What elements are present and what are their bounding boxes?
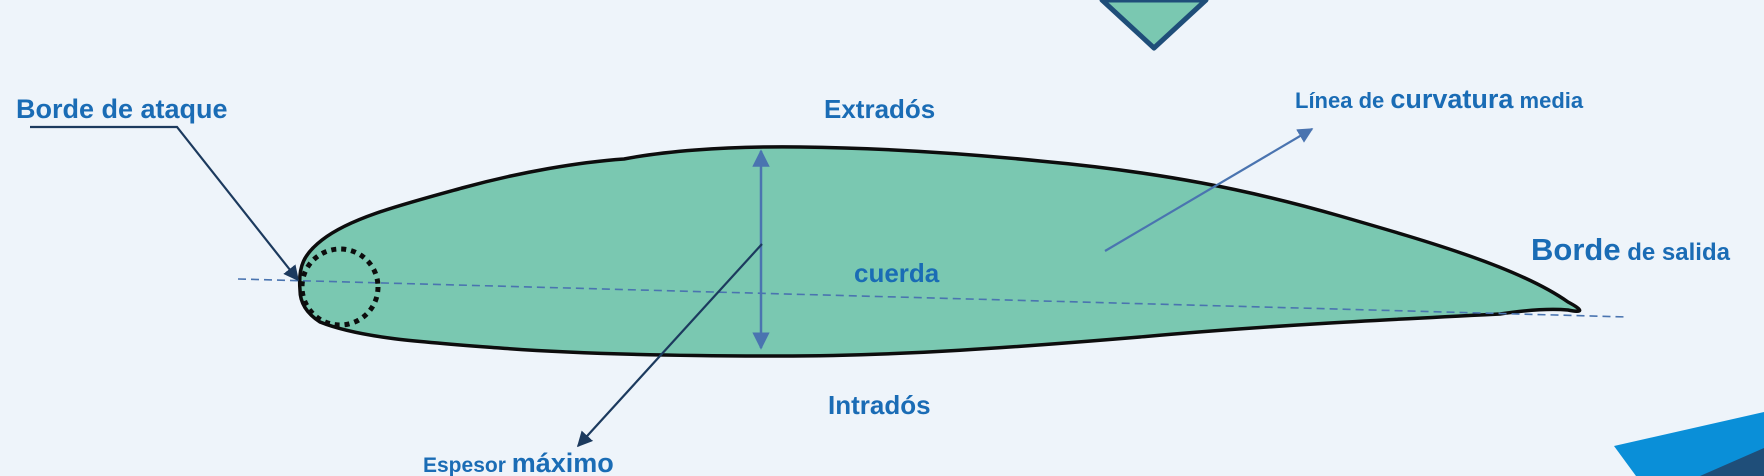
upper-surface-label: Extradós [824, 94, 936, 124]
trailing-edge-label: Borde de salida [1531, 234, 1730, 265]
dotted-circle-icon [299, 246, 381, 328]
leading-edge-pointer [30, 125, 299, 282]
max-thickness-label-part2: máximo [511, 448, 614, 476]
trailing-edge-label-part2: de salida [1620, 239, 1730, 266]
lower-surface-label: Intradós [828, 390, 931, 420]
airfoil-shape [297, 145, 1582, 358]
camber-line-label: Línea de curvatura media [1295, 86, 1583, 113]
leading-edge-label: Borde de ataque [16, 94, 228, 124]
camber-line-label-part3: media [1513, 88, 1584, 113]
chord-label: cuerda [854, 258, 940, 288]
blue-swoosh-icon [1614, 412, 1764, 476]
camber-line-pointer [1104, 128, 1314, 252]
max-thickness-label: Espesor máximo [423, 450, 614, 476]
max-thickness-pointer [576, 243, 763, 448]
teal-triangle-icon [1099, 0, 1209, 51]
trailing-edge-label-part1: Borde [1531, 232, 1621, 267]
max-thickness-label-part1: Espesor [423, 454, 512, 476]
camber-line-label-part1: Línea de [1295, 88, 1391, 113]
chord-line [237, 278, 1629, 318]
camber-line-label-part2: curvatura [1390, 84, 1514, 114]
